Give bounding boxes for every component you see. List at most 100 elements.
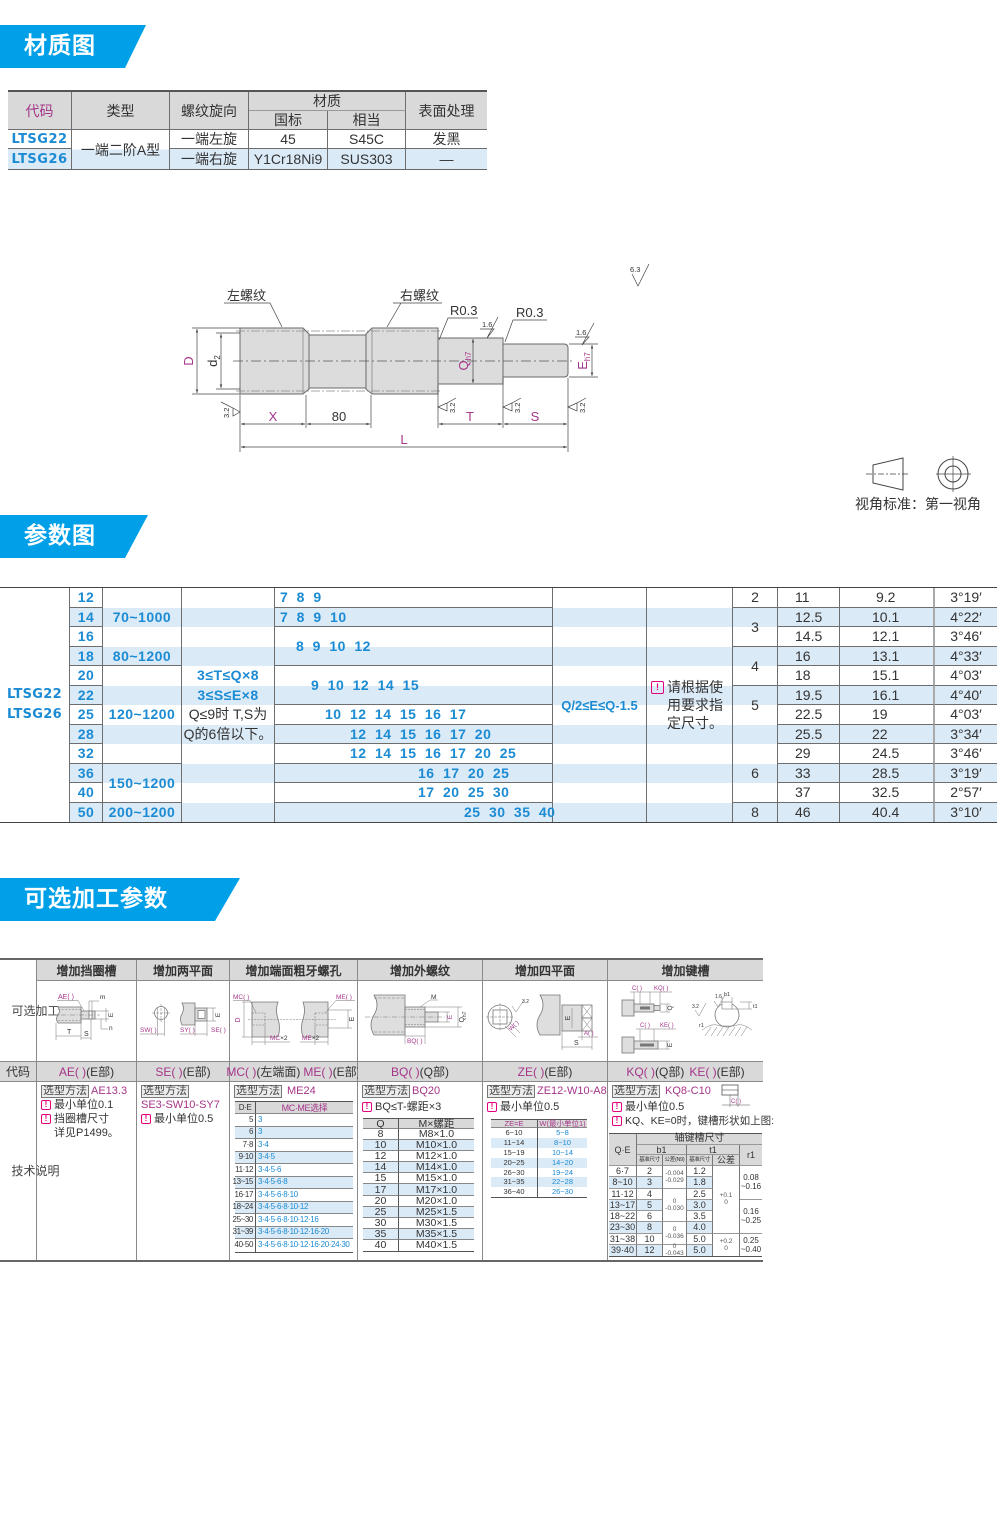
mini-value: 3·4·5·6·8·10·12·16·20·24·30 (258, 1240, 350, 1250)
mini-value: 8~10 (538, 1138, 587, 1148)
q-value: 12 (70, 588, 103, 608)
kq-r1: 0.16~0.25 (740, 1199, 762, 1234)
kq-subheader: 公差 (713, 1155, 740, 1166)
mini-key: 9·10 (235, 1151, 256, 1164)
kq-t1: 5.0 (687, 1244, 713, 1256)
dim-s-label: S (531, 409, 540, 424)
q-value: 50 (70, 802, 103, 822)
section-title: 参数图 (24, 523, 96, 549)
warning-icon (651, 680, 664, 694)
keyway-diagram: C( ) KQ( ) Q C( ) KE( ) E 1.6 b1 3.2 r1 … (621, 986, 758, 1054)
select-method-label: 选型方法 (362, 1084, 410, 1098)
kq-b1-tolerance: 0-0.043 (663, 1243, 687, 1257)
row-stripe (70, 607, 997, 627)
mini-key: 14 (363, 1161, 399, 1174)
diagram-label-kq: KQ( ) (654, 986, 668, 992)
diagram-label-q: Qh7 (459, 1011, 468, 1022)
col10-value: 4°03′ (935, 705, 997, 725)
mini-key: 17 (363, 1184, 399, 1196)
col10-value: 3°19′ (935, 588, 997, 608)
mini-key: 15~19 (491, 1148, 538, 1158)
example-code: AE13.3 (91, 1085, 128, 1097)
code-text: ZE( ) (517, 1064, 545, 1079)
kq-b1: 4 (637, 1188, 663, 1200)
note-text: 详见P1499。 (54, 1127, 119, 1139)
col8-value: 33 (778, 763, 840, 783)
x-values: 10 12 14 15 16 17 (275, 705, 553, 725)
mini-value: 3·4·5·6·8·10·12·16 (256, 1214, 353, 1227)
select-method-label: 选型方法 (487, 1084, 535, 1098)
kq-b1: 6 (637, 1211, 663, 1223)
roughness-e: 1.6 (576, 328, 586, 337)
mini-value: 3 (256, 1126, 353, 1139)
col10-value: 4°03′ (935, 666, 997, 686)
mini-header: D·E (235, 1102, 256, 1114)
mini-value: 14~20 (538, 1158, 587, 1168)
option-title-se: 增加两平面 (137, 960, 230, 981)
kq-subheader: 基准尺寸 (637, 1155, 663, 1166)
mini-value: M10×1.0 (399, 1139, 474, 1152)
mini-value: M25×1.5 (399, 1206, 474, 1218)
label-part: ME (302, 1035, 312, 1042)
diagram-label-e: E (447, 1014, 454, 1019)
mini-value: M8×1.0 (399, 1128, 474, 1141)
row-surface: — (406, 149, 487, 169)
example-code: KQ8-C10 (665, 1085, 711, 1097)
option-title-mc: 增加端面粗牙螺孔 (230, 960, 358, 981)
length-range: 70~1000 (103, 588, 182, 647)
col9-value: 40.4 (840, 802, 935, 822)
dimension-lines (192, 263, 650, 452)
roughness-32: 3.2 (448, 403, 457, 413)
params-table: LTSG22 LTSG26 12 14 16 18 20 22 25 28 32… (0, 587, 997, 823)
kq-qe: 39·40 (609, 1244, 637, 1256)
dim-t-label: T (466, 409, 474, 424)
select-method-label: 选型方法 (41, 1084, 89, 1098)
col10-value: 3°10′ (950, 804, 982, 821)
mini-key: 25~30 (233, 1214, 256, 1227)
diagram-label-m: M (431, 994, 436, 1001)
diagram-label-me-x2: ME×2 (302, 1035, 320, 1042)
warning-icon (141, 1114, 151, 1124)
mini-key: 12 (363, 1150, 399, 1163)
tol-lower: 0 (724, 1199, 728, 1207)
diagram-cell-se: SW( ) SY( ) SE( ) E (137, 981, 230, 1062)
retaining-groove-diagram: AE( ) m E n T S (52, 994, 115, 1040)
options-table: 可选加工 代码 技术说明 增加挡圈槽 增加两平面 增加端面粗牙螺孔 增加外螺纹 … (0, 958, 774, 1262)
option-title-kq: 增加键槽 (608, 960, 763, 981)
code-part: (E部) (86, 1065, 115, 1079)
t-rule: 3≤T≤Q×8 (196, 667, 260, 683)
diagram-label-roughness: 1.6 (715, 994, 722, 1000)
mini-key: 31~39 (233, 1226, 256, 1239)
option-code-ae: AE( )(E部) (37, 1062, 137, 1082)
row-stripe (70, 763, 997, 783)
col10-value: 3°46′ (935, 627, 997, 647)
mini-value: 3·4 (256, 1139, 353, 1152)
diagram-label-mc-x2: MC×2 (270, 1035, 288, 1042)
four-flats-diagram: 3.2 W( ) E A( ) S (486, 994, 598, 1050)
section-title: 材质图 (24, 33, 96, 59)
header-type: 类型 (72, 92, 170, 130)
mini-header: M×螺距 (399, 1118, 474, 1130)
note-cell: 请根据使 用要求指 定尺寸。 (647, 588, 733, 822)
diagram-label-se: SE( ) (211, 1027, 226, 1034)
kq-header-title: 轴键槽尺寸 (637, 1133, 762, 1145)
x-values: 12 14 15 16 17 20 25 (275, 744, 553, 764)
col8-value: 22.5 (778, 705, 840, 725)
col8-value: 25.5 (778, 724, 840, 744)
diagram-label-e: E (667, 1042, 674, 1047)
diagram-label-me: ME( ) (336, 994, 352, 1001)
diagram-label-m: m (100, 994, 105, 1001)
row-stripe (70, 685, 997, 705)
col8-value: 37 (778, 783, 840, 803)
mini-value: 3·4·5 (256, 1151, 353, 1164)
tol-lower: 0 (724, 1244, 728, 1252)
diagram-label-n: n (109, 1025, 113, 1032)
tol-upper: -0.004 (665, 1169, 684, 1177)
warning-icon (612, 1102, 622, 1112)
mini-header: W(最小单位1) (538, 1118, 587, 1128)
col8-value: 16 (778, 646, 840, 666)
col7-value: 6 (733, 744, 778, 803)
